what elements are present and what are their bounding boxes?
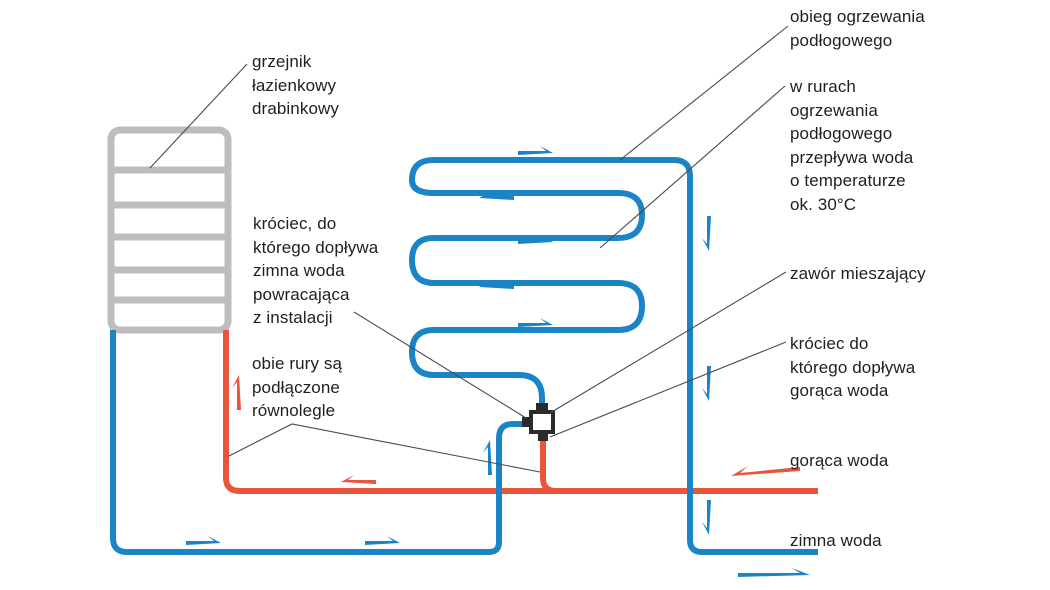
cold-water-pipes (110, 157, 818, 555)
flow-arrow-icon (232, 375, 241, 410)
flow-arrow-icon (702, 366, 711, 401)
flow-arrow-icon (738, 568, 810, 577)
flow-arrow-icon (518, 318, 553, 327)
cold-flow-arrows (186, 146, 810, 577)
leader-mixing-valve (549, 271, 787, 414)
leader-floor-circuit (619, 25, 789, 161)
leader-radiator (149, 63, 248, 169)
radiator-hot-supply-pipe (223, 330, 818, 494)
leader-lines (149, 25, 789, 473)
flow-arrow-icon (365, 536, 400, 545)
leader-floor-temperature (599, 85, 786, 249)
label-mixing-valve: zawór mieszający (790, 264, 926, 283)
label-hot-inlet: króciec do którego dopływa gorąca woda (790, 334, 916, 400)
flow-arrow-icon (702, 500, 711, 535)
valve-hot-inlet-pipe (540, 440, 557, 494)
radiator-frame (107, 126, 232, 334)
label-floor-circuit: obieg ogrzewania podłogowego (790, 7, 925, 50)
flow-arrow-icon (702, 216, 711, 251)
label-floor-temperature: w rurach ogrzewania podłogowego przepływ… (790, 77, 914, 214)
label-cold-water: zimna woda (790, 531, 882, 550)
leader-cold-return-inlet (353, 311, 527, 419)
pipe-crossings (496, 482, 693, 500)
flow-arrow-icon (518, 146, 553, 155)
mixing-valve-icon (522, 403, 555, 441)
flow-arrow-icon (731, 466, 800, 476)
hot-flow-arrows (232, 375, 800, 484)
label-radiator: grzejnik łazienkowy drabinkowy (252, 52, 339, 118)
flow-arrow-icon (479, 280, 514, 289)
leader-parallel-pipes (228, 423, 541, 473)
hot-water-pipes (223, 330, 818, 494)
label-hot-water: gorąca woda (790, 451, 889, 470)
label-cold-return-inlet: króciec, do którego dopływa zimna woda p… (253, 214, 379, 327)
flow-arrow-icon (479, 191, 514, 200)
leader-hot-inlet (549, 341, 787, 438)
ladder-radiator (107, 126, 232, 334)
flow-arrow-icon (518, 235, 553, 244)
flow-arrow-icon (483, 440, 492, 475)
flow-arrow-icon (186, 536, 221, 545)
floor-heating-coil (409, 157, 818, 555)
label-parallel-pipes: obie rury są podłączone równolegle (252, 354, 343, 420)
radiator-cold-return-pipe (110, 330, 528, 555)
flow-arrow-icon (341, 475, 376, 484)
